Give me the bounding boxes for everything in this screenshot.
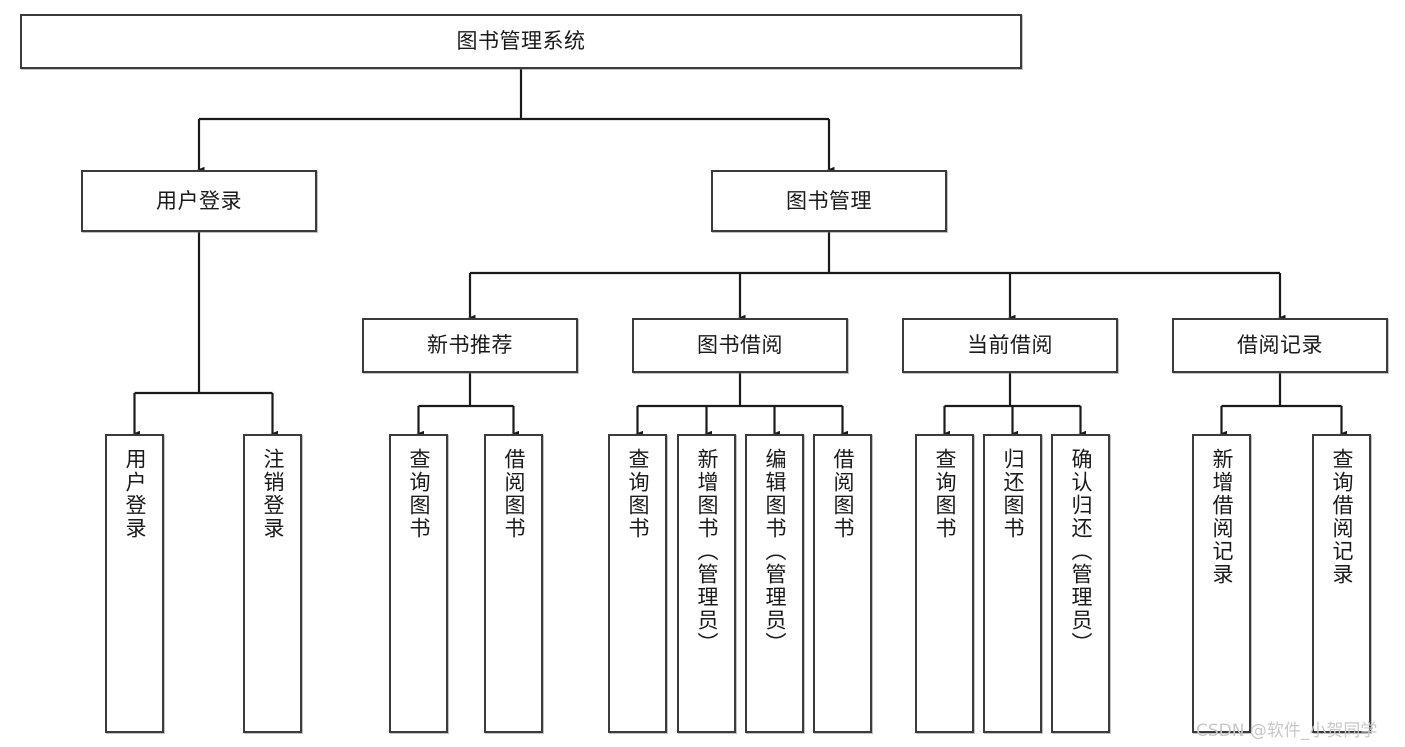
node-label-book-borrow: 图书借阅: [697, 333, 783, 358]
node-label-leaf-user-logout: 注销登录: [261, 448, 286, 540]
node-leaf-user-logout[interactable]: 注销登录: [243, 434, 302, 733]
node-leaf-query-book-3[interactable]: 查询图书: [915, 434, 974, 733]
node-leaf-borrow-book-2[interactable]: 借阅图书: [813, 434, 872, 733]
node-label-leaf-query-book-2: 查询图书: [626, 448, 651, 540]
node-leaf-return-book[interactable]: 归还图书: [983, 434, 1042, 733]
node-label-leaf-query-book-1: 查询图书: [407, 448, 432, 540]
node-label-leaf-borrow-book-2: 借阅图书: [831, 448, 856, 540]
node-leaf-borrow-book-1[interactable]: 借阅图书: [484, 434, 543, 733]
node-label-book-manage: 图书管理: [786, 188, 872, 213]
edge-group: [129, 69, 1347, 440]
node-leaf-add-record[interactable]: 新增借阅记录: [1192, 434, 1251, 733]
node-borrow-record[interactable]: 借阅记录: [1172, 318, 1388, 373]
node-book-manage[interactable]: 图书管理: [711, 170, 947, 232]
node-book-borrow[interactable]: 图书借阅: [632, 318, 848, 373]
node-label-leaf-borrow-book-1: 借阅图书: [502, 448, 527, 540]
node-current-borrow[interactable]: 当前借阅: [902, 318, 1118, 373]
node-leaf-confirm-return[interactable]: 确认归还（管理员）: [1051, 434, 1110, 733]
node-label-leaf-add-record: 新增借阅记录: [1210, 448, 1235, 586]
node-label-leaf-return-book: 归还图书: [1001, 448, 1026, 540]
node-leaf-user-login[interactable]: 用户登录: [105, 434, 164, 733]
node-label-leaf-query-book-3: 查询图书: [933, 448, 958, 540]
node-leaf-add-book[interactable]: 新增图书（管理员）: [677, 434, 736, 733]
node-label-borrow-record: 借阅记录: [1237, 333, 1323, 358]
node-leaf-query-record[interactable]: 查询借阅记录: [1312, 434, 1371, 733]
node-label-root: 图书管理系统: [456, 29, 586, 54]
node-label-user-login: 用户登录: [156, 188, 242, 213]
node-label-new-book-rec: 新书推荐: [427, 333, 513, 358]
node-leaf-query-book-1[interactable]: 查询图书: [389, 434, 448, 733]
node-label-leaf-user-login: 用户登录: [123, 448, 148, 540]
node-leaf-edit-book[interactable]: 编辑图书（管理员）: [745, 434, 804, 733]
node-label-leaf-edit-book: 编辑图书（管理员）: [763, 448, 788, 655]
node-label-leaf-add-book: 新增图书（管理员）: [695, 448, 720, 655]
node-label-leaf-confirm-return: 确认归还（管理员）: [1069, 448, 1094, 655]
node-leaf-query-book-2[interactable]: 查询图书: [608, 434, 667, 733]
node-new-book-rec[interactable]: 新书推荐: [362, 318, 578, 373]
node-user-login[interactable]: 用户登录: [81, 170, 317, 232]
node-label-current-borrow: 当前借阅: [967, 333, 1053, 358]
csdn-watermark: CSDN @软件_小贺同学: [1196, 721, 1378, 741]
node-root[interactable]: 图书管理系统: [20, 14, 1022, 69]
node-label-leaf-query-record: 查询借阅记录: [1330, 448, 1355, 586]
